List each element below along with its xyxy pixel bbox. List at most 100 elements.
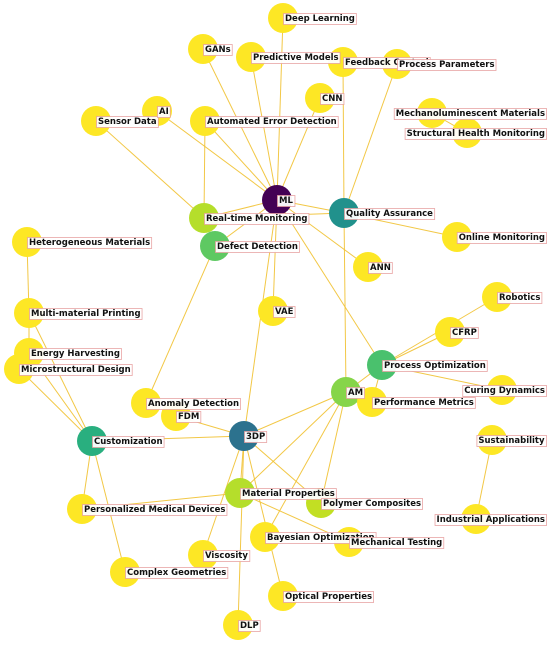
node-automated-error-detection	[190, 106, 220, 136]
node-label-text: Real-time Monitoring	[206, 214, 307, 224]
edge-ml-to-ann	[276, 199, 369, 268]
node-vae	[258, 296, 288, 326]
node-label-text: Curing Dynamics	[464, 386, 545, 396]
node-label-text: DLP	[240, 621, 259, 631]
node-label-process-optimization: Process Optimization	[382, 360, 488, 372]
node-real-time-monitoring	[189, 203, 219, 233]
edge-3dp-to-am	[243, 391, 347, 437]
node-label-text: GANs	[205, 45, 231, 55]
node-label-curing-dynamics: Curing Dynamics	[462, 385, 547, 397]
node-viscosity	[188, 540, 218, 570]
node-label-personalized-medical-devices: Personalized Medical Devices	[82, 504, 228, 516]
node-label-text: 3DP	[246, 432, 265, 442]
node-label-customization: Customization	[92, 436, 165, 448]
node-label-text: Process Optimization	[384, 361, 486, 371]
node-label-quality-assurance: Quality Assurance	[344, 208, 436, 220]
node-label-text: FDM	[178, 412, 199, 422]
node-label-process-parameters: Process Parameters	[397, 59, 497, 71]
node-multi-material-printing	[14, 298, 44, 328]
node-label-microstructural-design: Microstructural Design	[19, 364, 133, 376]
node-predictive-models	[236, 42, 266, 72]
node-label-text: ML	[279, 196, 293, 206]
node-label-viscosity: Viscosity	[203, 550, 251, 562]
node-label-robotics: Robotics	[497, 292, 543, 304]
edge-quality-assurance-to-feedback-control	[342, 61, 345, 214]
node-label-text: Online Monitoring	[459, 233, 545, 243]
edge-quality-assurance-to-am	[343, 212, 347, 393]
node-label-3dp: 3DP	[244, 431, 268, 443]
node-material-properties	[225, 478, 255, 508]
edge-ml-to-deep-learning	[276, 17, 284, 201]
node-label-text: Multi-material Printing	[31, 309, 141, 319]
edge-3dp-to-optical-properties	[243, 435, 284, 597]
node-label-text: Optical Properties	[285, 592, 372, 602]
node-label-text: Material Properties	[242, 489, 335, 499]
node-label-sustainability: Sustainability	[476, 435, 547, 447]
node-sensor-data	[81, 106, 111, 136]
edge-real-time-monitoring-to-automated-error-detection	[203, 120, 206, 219]
node-label-ml: ML	[277, 195, 296, 207]
node-label-text: Robotics	[499, 293, 540, 303]
node-label-text: Sustainability	[478, 436, 545, 446]
node-deep-learning	[268, 3, 298, 33]
node-label-text: Feedback Control	[345, 58, 429, 68]
edge-multi-material-printing-to-customization	[28, 312, 93, 442]
edge-real-time-monitoring-to-sensor-data	[95, 120, 205, 219]
label-layer: ML Quality Assurance 3DP Customization Proce…	[19, 13, 547, 632]
node-label-text: Defect Detection	[217, 242, 298, 252]
node-label-optical-properties: Optical Properties	[283, 591, 374, 603]
node-label-text: Mechanoluminescent Materials	[396, 109, 545, 119]
edge-3dp-to-viscosity	[202, 435, 245, 556]
node-label-text: Process Parameters	[399, 60, 495, 70]
node-label-fdm: FDM	[176, 411, 202, 423]
node-label-mechanoluminescent-materials: Mechanoluminescent Materials	[393, 108, 547, 120]
node-anomaly-detection	[131, 388, 161, 418]
node-robotics	[482, 282, 512, 312]
node-label-material-properties: Material Properties	[240, 488, 337, 500]
node-label-text: Quality Assurance	[346, 209, 433, 219]
node-label-text: Energy Harvesting	[31, 349, 120, 359]
node-label-text: Viscosity	[205, 551, 248, 561]
node-label-text: ANN	[370, 263, 391, 273]
node-label-text: CNN	[322, 94, 342, 104]
edge-3dp-to-dlp	[237, 435, 245, 626]
node-process-optimization	[367, 350, 397, 380]
node-label-automated-error-detection: Automated Error Detection	[205, 116, 339, 128]
node-label-defect-detection: Defect Detection	[215, 241, 300, 253]
edge-am-to-bayesian-optimization	[264, 391, 347, 538]
node-dlp	[223, 610, 253, 640]
node-label-sensor-data: Sensor Data	[96, 116, 159, 128]
node-label-complex-geometries: Complex Geometries	[125, 567, 229, 579]
node-label-industrial-applications: Industrial Applications	[434, 514, 547, 526]
node-label-text: Microstructural Design	[21, 365, 131, 375]
node-microstructural-design	[4, 354, 34, 384]
node-customization	[77, 426, 107, 456]
node-label-text: Industrial Applications	[437, 515, 545, 525]
edge-ml-to-process-optimization	[276, 199, 383, 366]
node-label-polymer-composites: Polymer Composites	[321, 498, 423, 510]
edge-am-to-material-properties	[239, 391, 347, 494]
node-label-structural-health-monitoring: Structural Health Monitoring	[404, 128, 547, 140]
node-label-ai: AI	[157, 106, 171, 118]
node-label-text: Performance Metrics	[374, 398, 474, 408]
node-ml	[262, 185, 292, 215]
node-cfrp	[435, 317, 465, 347]
node-label-cfrp: CFRP	[450, 327, 479, 339]
node-label-text: Polymer Composites	[323, 499, 421, 509]
node-label-real-time-monitoring: Real-time Monitoring	[204, 213, 310, 225]
node-label-text: Sensor Data	[98, 117, 157, 127]
node-label-deep-learning: Deep Learning	[283, 13, 357, 25]
node-label-gans: GANs	[203, 44, 233, 56]
node-ann	[353, 252, 383, 282]
node-label-multi-material-printing: Multi-material Printing	[29, 308, 143, 320]
node-label-online-monitoring: Online Monitoring	[456, 232, 547, 244]
edge-quality-assurance-to-process-parameters	[343, 63, 398, 214]
node-defect-detection	[200, 231, 230, 261]
node-label-predictive-models: Predictive Models	[251, 52, 341, 64]
node-label-mechanical-testing: Mechanical Testing	[349, 537, 445, 549]
edge-am-to-polymer-composites	[320, 391, 347, 504]
edge-ml-to-predictive-models	[250, 56, 278, 201]
edge-ml-to-ai	[156, 110, 278, 201]
node-optical-properties	[268, 581, 298, 611]
